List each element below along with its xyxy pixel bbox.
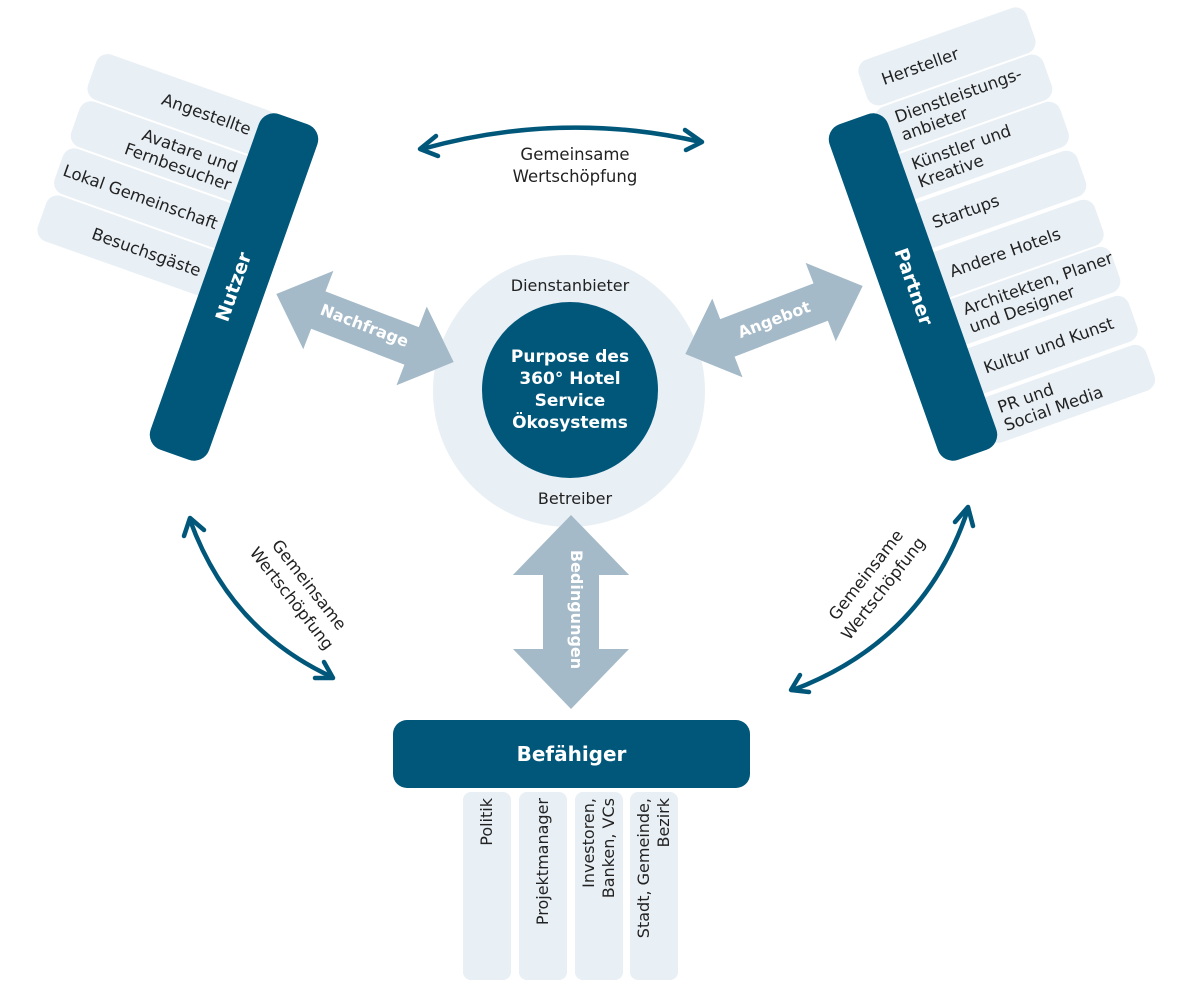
item-line: Investoren, — [579, 798, 598, 888]
item-line: Bezirk — [654, 798, 673, 848]
arrowhead-icon — [312, 659, 336, 681]
label-line: Wertschöpfung — [512, 167, 638, 186]
co-creation-arrow-top — [419, 125, 704, 152]
arrowhead-icon — [788, 672, 812, 695]
item-line: Stadt, Gemeinde, — [634, 798, 653, 939]
co-creation-label-top: Gemeinsame Wertschöpfung — [500, 144, 650, 188]
enabler-item: Investoren,Banken, VCs — [575, 792, 623, 980]
purpose-title-line: Service — [534, 391, 606, 411]
enabler-label: Befähiger — [516, 742, 627, 766]
service-provider-label: Dienstanbieter — [510, 276, 630, 295]
label-line: Gemeinsame — [520, 145, 630, 164]
arrowhead-icon — [181, 515, 207, 539]
co-creation-arrow-right — [790, 506, 971, 693]
arrowhead-icon — [682, 127, 705, 153]
operator-label: Betreiber — [537, 489, 613, 508]
purpose-title-line: Purpose des — [510, 347, 630, 367]
item-line: Politik — [477, 798, 496, 846]
purpose-circle: Purpose des 360° Hotel Service Ökosystem… — [482, 302, 658, 478]
enabler-item: Projektmanager — [519, 792, 567, 980]
enabler-item: Stadt, Gemeinde,Bezirk — [630, 792, 678, 980]
item-line: Banken, VCs — [599, 798, 618, 899]
purpose-title-line: 360° Hotel — [519, 369, 621, 389]
arrowhead-icon — [417, 133, 441, 159]
co-creation-arrow-left — [187, 517, 335, 680]
purpose-title-line: Ökosystems — [512, 413, 628, 433]
arrowhead-icon — [952, 504, 976, 529]
item-line: Projektmanager — [533, 798, 552, 926]
enabler-item: Politik — [463, 792, 511, 980]
enabler-bar: Befähiger — [393, 720, 750, 788]
